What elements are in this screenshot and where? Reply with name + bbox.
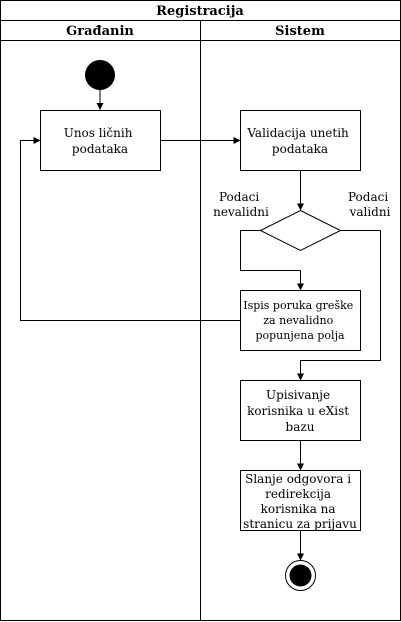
- activity-slanje-label: Slanje odgovora i redirekcija korisnika …: [243, 472, 357, 531]
- activity-validacija-label: Validacija unetih podataka: [246, 126, 352, 156]
- activity-upisivanje: [240, 380, 361, 441]
- edge-decision-upisivanje: [297, 230, 381, 381]
- activity-slanje-line: korisnika na: [261, 502, 336, 516]
- activity-upisivanje-line: Upisivanje: [266, 388, 330, 402]
- guard-valid: Podaci validni: [348, 190, 392, 219]
- guard-valid-line: validni: [349, 205, 391, 219]
- end-node: [289, 564, 312, 587]
- edge-ispis-unos: [20, 137, 241, 321]
- activity-slanje-line: stranicu za prijavu: [243, 517, 357, 531]
- activity-upisivanje-line: korisnika u eXist: [247, 404, 349, 418]
- lane-gradjanin-label: Građanin: [66, 24, 134, 39]
- activity-slanje-odgovora: [240, 470, 361, 531]
- activity-ispis-line: popunjena polja: [255, 329, 345, 342]
- activity-validacija-line: podataka: [272, 142, 328, 156]
- activity-ispis-line: za nevalidno: [263, 314, 333, 327]
- activity-unos-line: podataka: [72, 142, 128, 156]
- guard-invalid-line: Podaci: [219, 190, 259, 204]
- activity-unos-line: Unos ličnih: [64, 126, 133, 140]
- decision-node: [259, 209, 342, 252]
- guard-valid-line: Podaci: [348, 190, 388, 204]
- activity-slanje-line: redirekcija: [265, 487, 331, 501]
- activity-validacija: [240, 110, 361, 171]
- activity-unos-podataka: [40, 110, 161, 171]
- guard-invalid: Podaci nevalidni: [213, 190, 269, 219]
- guard-invalid-line: nevalidni: [213, 205, 269, 219]
- activity-upisivanje-line: bazu: [286, 420, 315, 434]
- edge-decision-ispis: [240, 230, 304, 291]
- activity-ispis-greske: [240, 290, 361, 351]
- activity-validacija-line: Validacija unetih: [246, 126, 349, 140]
- diagram-title: Registracija: [156, 4, 244, 19]
- lane-sistem-label: Sistem: [275, 24, 325, 39]
- activity-slanje-line: Slanje odgovora i: [245, 472, 351, 486]
- activity-unos-label: Unos ličnih podataka: [64, 126, 137, 156]
- start-node: [85, 60, 115, 90]
- activity-ispis-line: Ispis poruka greške: [243, 299, 353, 312]
- activity-upisivanje-label: Upisivanje korisnika u eXist bazu: [247, 388, 353, 434]
- activity-ispis-label: Ispis poruka greške za nevalidno popunje…: [243, 299, 357, 342]
